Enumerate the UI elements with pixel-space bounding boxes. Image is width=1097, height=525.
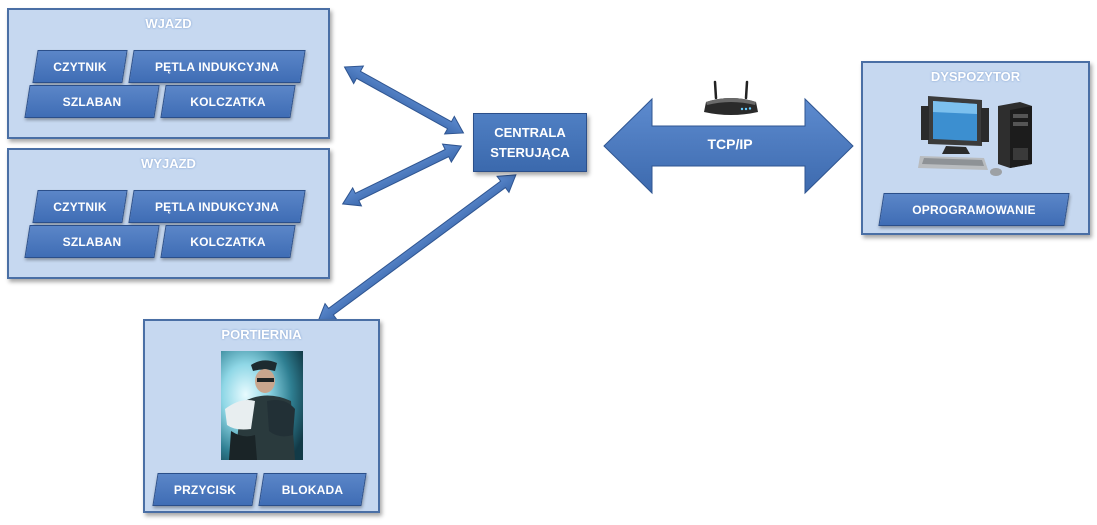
- exit-controller-arrow: [341, 143, 463, 207]
- gatehouse-controller-arrow: [317, 174, 517, 322]
- exit-loop-label: PĘTLA INDUKCYJNA: [154, 199, 280, 214]
- entry-spikes-label: KOLCZATKA: [190, 94, 266, 109]
- controller-label-line2: STERUJĄCA: [490, 144, 570, 160]
- entry-barrier-label: SZLABAN: [62, 94, 122, 109]
- exit-spikes-chip: KOLCZATKA: [163, 225, 293, 258]
- gatehouse-button-chip: PRZYCISK: [155, 473, 255, 506]
- entry-reader-label: CZYTNIK: [53, 59, 107, 74]
- entry-barrier-chip: SZLABAN: [27, 85, 157, 118]
- router-icon: [704, 80, 758, 115]
- entry-loop-label: PĘTLA INDUKCYJNA: [154, 59, 280, 74]
- exit-barrier-chip: SZLABAN: [27, 225, 157, 258]
- exit-reader-label: CZYTNIK: [53, 199, 107, 214]
- tcp-ip-label: TCP/IP: [707, 136, 753, 152]
- controller-label-line1: CENTRALA: [494, 124, 566, 140]
- exit-loop-chip: PĘTLA INDUKCYJNA: [131, 190, 303, 223]
- entry-panel-title: WJAZD: [145, 16, 192, 31]
- exit-spikes-label: KOLCZATKA: [190, 234, 266, 249]
- controller-box: CENTRALA STERUJĄCA: [473, 113, 587, 172]
- entry-controller-arrow: [343, 65, 465, 135]
- dispatcher-software-chip: OPROGRAMOWANIE: [881, 193, 1067, 226]
- exit-barrier-label: SZLABAN: [62, 234, 122, 249]
- gatehouse-button-label: PRZYCISK: [173, 482, 237, 497]
- entry-spikes-chip: KOLCZATKA: [163, 85, 293, 118]
- entry-reader-chip: CZYTNIK: [35, 50, 125, 83]
- gatehouse-lock-label: BLOKADA: [281, 482, 344, 497]
- entry-loop-chip: PĘTLA INDUKCYJNA: [131, 50, 303, 83]
- gatehouse-lock-chip: BLOKADA: [261, 473, 364, 506]
- dispatcher-software-label: OPROGRAMOWANIE: [912, 202, 1036, 217]
- security-guard-photo: [221, 351, 303, 460]
- tcp-ip-arrow: [603, 97, 854, 195]
- exit-reader-chip: CZYTNIK: [35, 190, 125, 223]
- exit-panel-title: WYJAZD: [141, 156, 196, 171]
- dispatcher-panel-title: DYSPOZYTOR: [930, 69, 1021, 84]
- desktop-computer-icon: [918, 96, 1032, 176]
- gatehouse-panel-title: PORTIERNIA: [221, 327, 302, 342]
